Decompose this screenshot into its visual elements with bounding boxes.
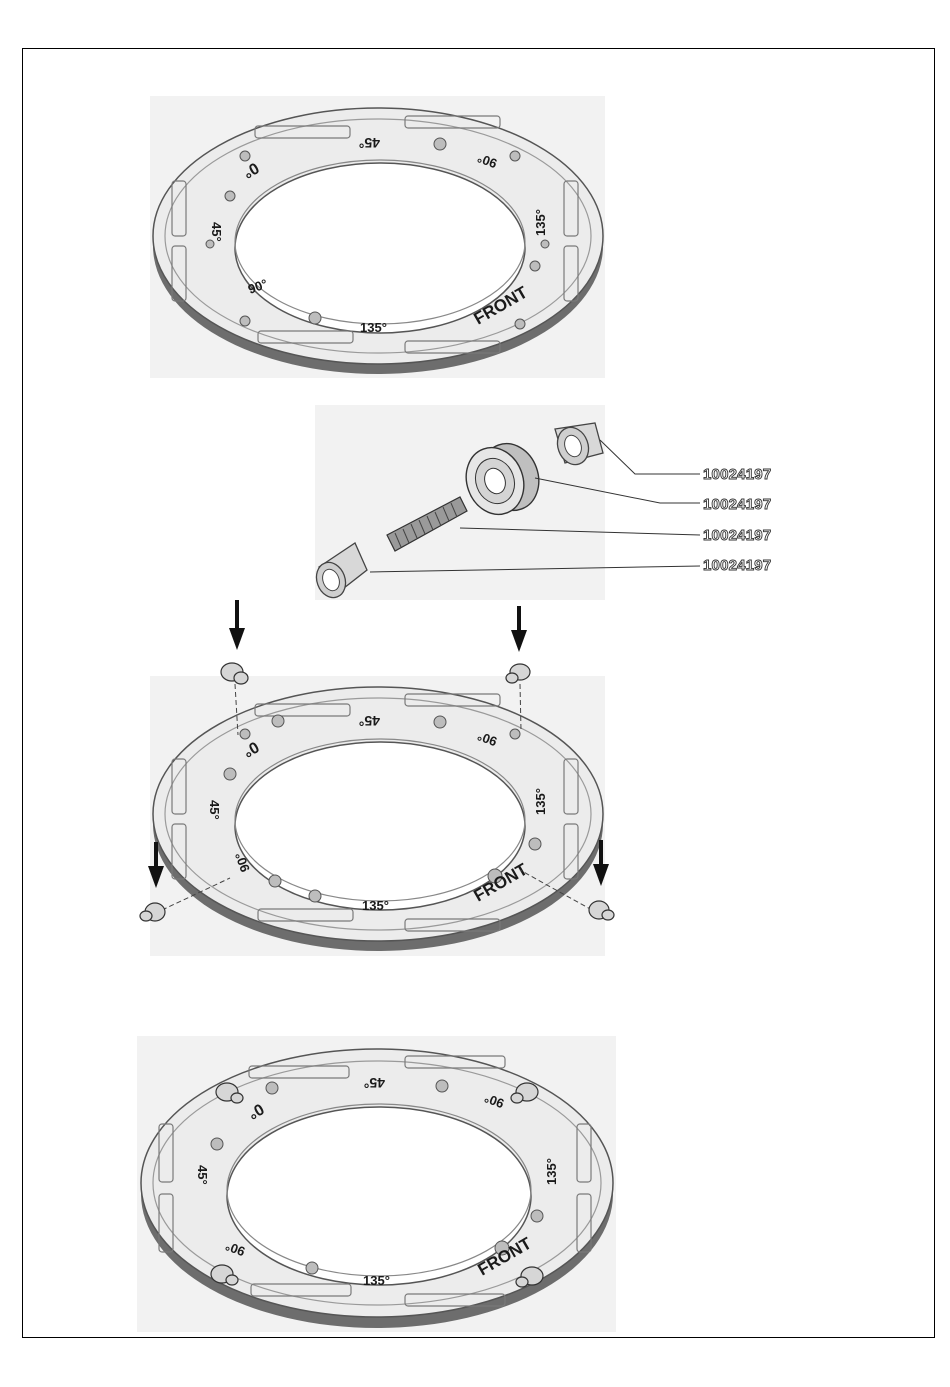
- label-135-bottom-fig4: 135°: [363, 1273, 390, 1288]
- label-zero-fig4: 0°: [245, 1100, 267, 1122]
- label-90-right-fig4: 90°: [482, 1090, 506, 1111]
- ring-labels-fig4: 0° 45° 90° 45° 135° 90° 135° FRONT: [0, 0, 950, 1340]
- label-45-left-fig4: 45°: [195, 1165, 210, 1185]
- label-45-top-fig4: 45°: [364, 1075, 385, 1091]
- label-135-right-fig4: 135°: [544, 1158, 559, 1185]
- label-90-left-fig4: 90°: [223, 1238, 247, 1259]
- label-front-fig4: FRONT: [475, 1233, 536, 1279]
